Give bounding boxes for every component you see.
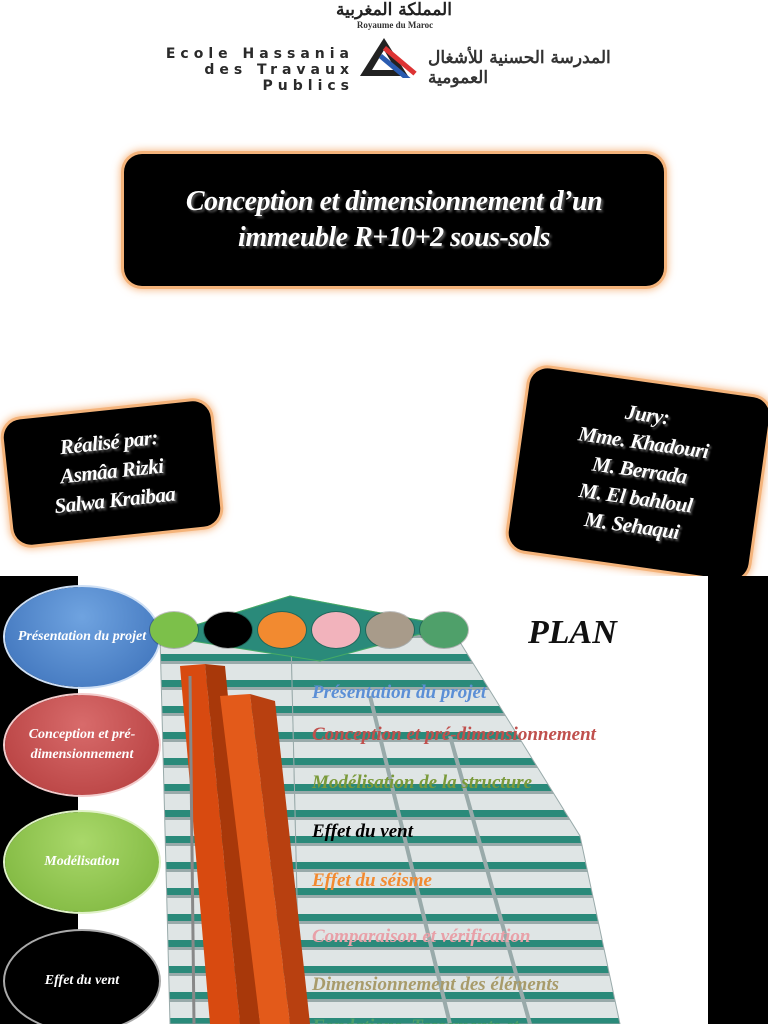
section-circle-label: Conception et pré-dimensionnement <box>28 727 136 762</box>
school-logo <box>360 38 417 78</box>
project-title-box: Conception et dimensionnement d’un immeu… <box>124 154 664 286</box>
plan-slide: Présentation du projet Conception et pré… <box>0 576 768 1024</box>
section-circle-modelisation[interactable]: Modélisation <box>5 812 159 912</box>
section-dot[interactable] <box>204 612 252 648</box>
school-name-line2: des Travaux Publics <box>204 62 354 94</box>
section-circle-conception[interactable]: Conception et pré-dimensionnement <box>5 695 159 795</box>
kingdom-arabic-text: المملكة المغربية <box>336 0 452 20</box>
title-slide: المملكة المغربية Royaume du Maroc Ecole … <box>0 0 768 582</box>
school-name-arabic: المدرسة الحسنية للأشغال العمومية <box>428 48 611 88</box>
project-title-line2: immeuble R+10+2 sous-sols <box>238 222 550 253</box>
plan-item: Comparaison et vérification <box>312 926 531 947</box>
kingdom-french-text: Royaume du Maroc <box>356 20 434 30</box>
section-circle-presentation[interactable]: Présentation du projet <box>5 587 159 687</box>
section-dot[interactable] <box>150 612 198 648</box>
plan-item: Conception et pré-dimensionnement <box>312 724 596 745</box>
section-dot[interactable] <box>366 612 414 648</box>
plan-item: Effet du séisme <box>312 870 432 891</box>
jury-box: Jury: Mme. Khadouri M. Berrada M. El bah… <box>506 366 768 582</box>
plan-item: Présentation du projet <box>312 682 487 703</box>
plan-item: Modélisation de la structure <box>312 772 533 793</box>
authors-box: Réalisé par: Asmâa Rizki Salwa Kraibaa <box>1 399 223 547</box>
section-circle-label: Effet du vent <box>44 973 120 988</box>
section-circle-label: Présentation du projet <box>17 629 147 644</box>
section-circle-label: Modélisation <box>44 854 120 869</box>
school-name-french: Ecole Hassania des Travaux Publics <box>144 46 354 94</box>
plan-title: PLAN <box>528 614 617 651</box>
plan-item: Fondations, Tassements et ... <box>312 1016 538 1024</box>
school-name-line1: Ecole Hassania <box>165 46 354 62</box>
section-dot[interactable] <box>258 612 306 648</box>
plan-item: Dimensionnement des éléments <box>312 974 559 995</box>
project-title-line1: Conception et dimensionnement d’un <box>185 186 603 217</box>
section-dot[interactable] <box>312 612 360 648</box>
plan-item: Effet du vent <box>312 821 413 842</box>
section-circle-effet-vent[interactable]: Effet du vent <box>5 931 159 1024</box>
section-dot[interactable] <box>420 612 468 648</box>
